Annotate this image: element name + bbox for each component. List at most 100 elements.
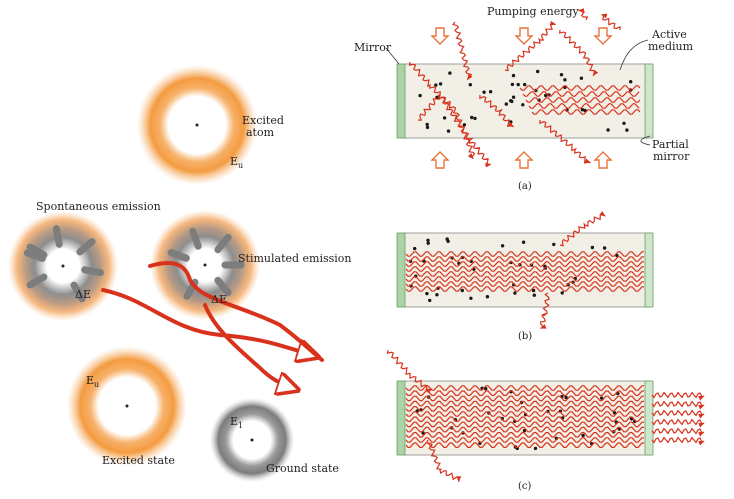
atom-dot <box>425 291 429 296</box>
atom-dot <box>523 82 527 87</box>
atom-dot <box>488 90 493 94</box>
atom-dot <box>513 291 517 295</box>
stimulated-wave <box>522 91 640 97</box>
stimulated-wave <box>405 261 644 267</box>
stimulated-wave <box>405 426 644 433</box>
ground-state-atom <box>210 398 294 482</box>
atom-dot <box>602 246 607 250</box>
output-beam <box>651 418 705 428</box>
atom-dot <box>426 238 430 242</box>
atom-dot <box>442 116 447 120</box>
emission-arrow <box>189 227 202 250</box>
output-beam <box>651 427 705 437</box>
stimulated-wave <box>405 385 644 391</box>
stimulated-wave <box>405 395 644 402</box>
atom-dot <box>581 433 585 438</box>
atom-dot <box>533 446 538 451</box>
photon-waves-a <box>408 8 641 168</box>
panel-c-caption: (c) <box>518 481 532 492</box>
atom-dot <box>559 73 564 77</box>
atom-dot <box>473 116 477 121</box>
photon-path <box>504 20 557 72</box>
pumping-energy-label: Pumping energy <box>487 5 580 18</box>
excited-atom-nucleus <box>195 123 199 127</box>
stimulated-wave <box>405 421 644 428</box>
photon-path <box>479 94 515 128</box>
stimulated-wave <box>405 416 644 422</box>
mirror-c <box>396 380 406 456</box>
atom-dot <box>435 95 439 100</box>
incoming-photon <box>148 261 324 362</box>
mirror-a <box>396 63 406 139</box>
delta-e-label-right: ΔE <box>211 293 227 306</box>
atom-dot <box>469 296 473 300</box>
stimulated-wave <box>405 437 644 443</box>
pump-arrow-bottom-1 <box>430 151 450 169</box>
atom-dot <box>564 395 568 400</box>
spontaneous-photon <box>101 288 318 357</box>
partial-mirror-b <box>644 232 654 308</box>
excited-state-label: Excited state <box>102 454 175 467</box>
atom-dot <box>560 291 564 295</box>
photon-waves-b <box>405 211 644 329</box>
atom-dot <box>511 95 516 99</box>
atom-dot <box>580 108 585 112</box>
atom-dot <box>511 73 516 78</box>
emission-arrow <box>214 233 232 254</box>
active-medium-rod-a <box>400 63 650 139</box>
atom-dot <box>428 298 432 303</box>
atom-dot <box>606 128 610 132</box>
atom-dot <box>536 69 540 74</box>
photon-path <box>539 292 550 329</box>
laser-panel-c <box>386 349 705 483</box>
atom-dot <box>482 90 486 94</box>
panel-a-caption: (a) <box>518 181 532 192</box>
photon-path <box>417 94 492 168</box>
stimulated-wave <box>405 442 644 448</box>
photon-path <box>559 211 606 247</box>
photon-path <box>386 349 433 394</box>
excited-atom <box>137 65 257 185</box>
partial-mirror-leader <box>640 135 651 146</box>
pump-arrows <box>430 27 613 169</box>
atom-dot <box>532 293 536 297</box>
atom-dot <box>445 237 449 241</box>
photon-path <box>559 29 599 77</box>
stimulated-wave <box>405 266 644 272</box>
spontaneous-atom-nucleus <box>61 264 65 268</box>
atom-dot <box>531 288 536 293</box>
ground-state-nucleus <box>250 438 254 442</box>
emission-arrow <box>70 281 86 303</box>
emission-arrow <box>26 273 48 289</box>
atom-dot <box>612 411 617 415</box>
partial-mirror-a <box>644 63 654 139</box>
stimulated-wave <box>405 406 644 412</box>
stimulated-wave <box>405 256 644 262</box>
output-beam <box>651 400 705 410</box>
atom-dot <box>544 93 548 98</box>
stimulated-atom-nucleus <box>203 263 207 267</box>
stimulated-wave <box>519 85 641 91</box>
emission-arrow <box>26 243 48 259</box>
mirror-leader <box>385 47 400 65</box>
atom-dot <box>579 76 584 80</box>
atom-dot <box>468 83 472 87</box>
stimulated-wave <box>405 286 644 292</box>
atom-dot <box>516 82 520 87</box>
stimulated-emission-arrows <box>167 227 245 300</box>
stimulated-wave <box>405 411 644 417</box>
laser-panel-a <box>396 8 654 169</box>
e1-label: E1 <box>230 415 243 430</box>
emission-arrow <box>167 249 190 262</box>
atom-dot <box>500 244 505 248</box>
mirror-b <box>396 232 406 308</box>
ground-state-label: Ground state <box>266 462 339 475</box>
output-beam <box>651 436 705 446</box>
pump-arrow-top-3 <box>593 27 613 45</box>
atom-dot <box>462 123 467 127</box>
atom-dot <box>485 295 490 299</box>
